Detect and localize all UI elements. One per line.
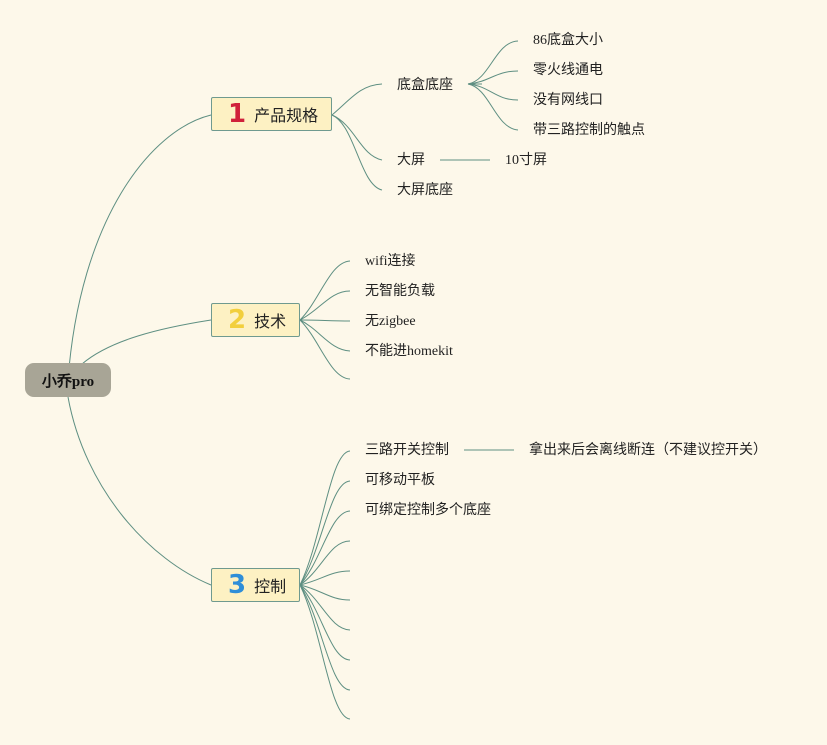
- topic-no-homekit[interactable]: 不能进homekit: [365, 344, 453, 359]
- connector-c1-l3: [467, 83, 519, 101]
- root-node[interactable]: 小乔pro: [25, 363, 111, 397]
- subtopic-no-ethernet-port[interactable]: 没有网线口: [533, 93, 603, 108]
- connector-b2-c5: [299, 319, 351, 380]
- connector-c1-l1: [467, 40, 519, 85]
- connector-root-branch-1: [67, 114, 212, 381]
- subtopic-three-way-contacts[interactable]: 带三路控制的触点: [533, 123, 645, 138]
- branch-label: 控制: [254, 579, 287, 596]
- topic-movable-tablet[interactable]: 可移动平板: [365, 473, 435, 488]
- connector-b3-c6: [299, 584, 351, 601]
- connector-b3-c2: [299, 480, 351, 586]
- topic-bind-multiple-bases[interactable]: 可绑定控制多个底座: [365, 503, 491, 518]
- connector-b2-c2: [299, 290, 351, 321]
- connector-b3-c5: [299, 570, 351, 586]
- connector-b3-c10: [299, 584, 351, 720]
- topic-three-way-switch[interactable]: 三路开关控制: [365, 443, 449, 458]
- connector-b1-c1: [331, 83, 383, 116]
- connector-b2-c1: [299, 260, 351, 321]
- connector-b3-c3: [299, 510, 351, 586]
- branch-node-tech[interactable]: 2 技术: [211, 303, 300, 337]
- topic-no-smart-load[interactable]: 无智能负载: [365, 284, 435, 299]
- connector-b3-c4: [299, 540, 351, 586]
- branch-label: 技术: [254, 314, 287, 331]
- connector-b3-c7: [299, 584, 351, 631]
- branch-node-product-spec[interactable]: 1 产品规格: [211, 97, 332, 131]
- topic-wifi-connection[interactable]: wifi连接: [365, 254, 416, 269]
- number-badge-2: 2: [228, 305, 247, 335]
- connector-b2-c3: [299, 319, 351, 322]
- subtopic-offline-warning[interactable]: 拿出来后会离线断连（不建议控开关）: [529, 443, 767, 458]
- subtopic-86-box-size[interactable]: 86底盒大小: [533, 33, 603, 48]
- number-badge-1: 1: [228, 99, 247, 129]
- connector-c1-l2: [467, 70, 519, 85]
- connector-c1-l4: [467, 83, 519, 131]
- connector-b2-c4: [299, 319, 351, 352]
- topic-big-screen-base[interactable]: 大屏底座: [397, 183, 453, 198]
- topic-no-zigbee[interactable]: 无zigbee: [365, 314, 416, 329]
- number-badge-3: 3: [228, 570, 247, 600]
- connector-b3-c1: [299, 450, 351, 586]
- root-label: 小乔pro: [41, 373, 95, 390]
- branch-node-control[interactable]: 3 控制: [211, 568, 300, 602]
- connector-root-branch-2: [81, 319, 212, 365]
- branch-label: 产品规格: [254, 108, 319, 125]
- topic-big-screen[interactable]: 大屏: [397, 153, 425, 168]
- connector-root-branch-3: [67, 396, 212, 586]
- connector-b3-c8: [299, 584, 351, 661]
- connector-b3-c9: [299, 584, 351, 691]
- subtopic-10-inch-screen[interactable]: 10寸屏: [505, 153, 547, 168]
- connector-b1-c3: [331, 114, 383, 191]
- subtopic-live-neutral-power[interactable]: 零火线通电: [533, 63, 603, 78]
- topic-base-box[interactable]: 底盒底座: [397, 78, 453, 93]
